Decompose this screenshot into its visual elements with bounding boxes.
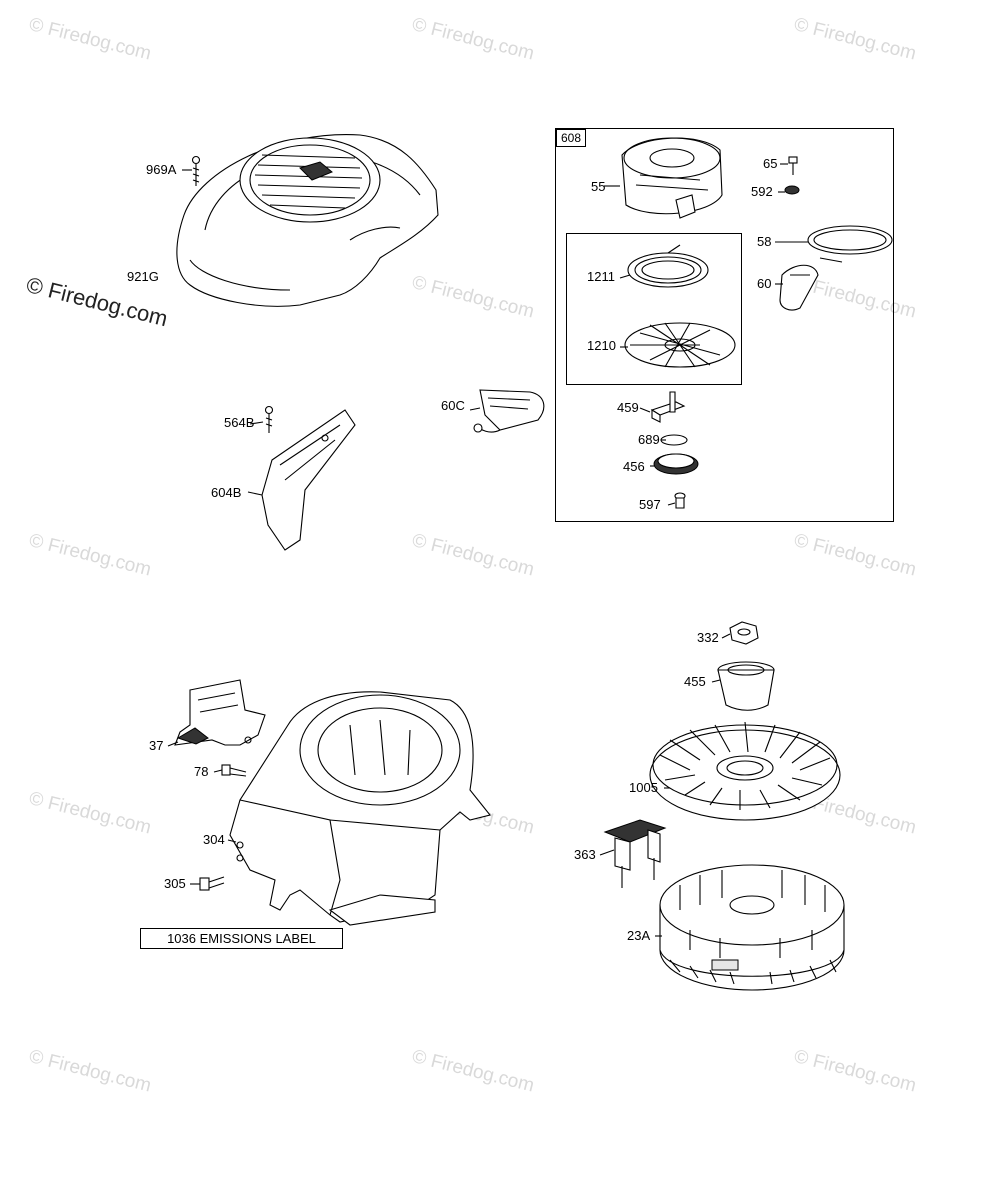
part-label: 455 [684, 674, 706, 689]
part-label: 969A [146, 162, 177, 177]
kit-608-box [555, 128, 894, 522]
part-58-rope [807, 225, 893, 263]
part-label: 564B [224, 415, 255, 430]
part-label: 78 [194, 764, 209, 779]
part-564B-screw [264, 405, 274, 433]
part-label: 37 [149, 738, 164, 753]
part-921G-cover [176, 134, 439, 307]
part-363-armature [603, 819, 667, 888]
kit-inner-box [566, 233, 742, 385]
part-1210-pulley [624, 322, 736, 368]
part-459-pawl [650, 391, 686, 423]
part-1211-spring [627, 244, 709, 288]
part-label: 456 [623, 459, 645, 474]
part-1005-fan [649, 721, 841, 821]
part-37-shield [174, 679, 266, 746]
part-label: 23A [627, 928, 651, 943]
part-456-retainer [653, 453, 699, 475]
part-label: 60C [441, 398, 465, 413]
part-60C-starter [473, 389, 545, 433]
part-78-screw [221, 764, 247, 777]
emissions-label: 1036 EMISSIONS LABEL [140, 928, 343, 949]
part-label: 1210 [587, 338, 616, 353]
part-332-nut [729, 621, 759, 645]
part-label: 604B [211, 485, 242, 500]
part-592-nut [784, 185, 800, 195]
part-label: 55 [591, 179, 606, 194]
part-label: 592 [751, 184, 773, 199]
part-455-cup [717, 661, 775, 711]
part-55-rewind-housing [621, 137, 723, 219]
part-label: 60 [757, 276, 772, 291]
part-304-housing [229, 691, 491, 926]
part-label: 459 [617, 400, 639, 415]
part-label: 689 [638, 432, 660, 447]
part-23A-flywheel [659, 864, 845, 991]
part-label: 58 [757, 234, 772, 249]
part-label: 305 [164, 876, 186, 891]
part-label: 1005 [629, 780, 658, 795]
part-label: 65 [763, 156, 778, 171]
part-label: 1211 [587, 269, 615, 284]
part-label: 304 [203, 832, 225, 847]
kit-608-tag: 608 [556, 129, 587, 147]
part-597-screw [674, 492, 686, 509]
part-label: 597 [639, 497, 661, 512]
part-305-screw [199, 876, 225, 891]
part-60-handle [779, 264, 819, 311]
part-label: 921G [127, 269, 159, 284]
part-label: 332 [697, 630, 719, 645]
part-604B-air-guide [261, 409, 356, 551]
leader-lines [167, 163, 808, 937]
part-65-screw [788, 156, 798, 175]
part-label: 363 [574, 847, 596, 862]
part-969A-screw [191, 155, 201, 186]
